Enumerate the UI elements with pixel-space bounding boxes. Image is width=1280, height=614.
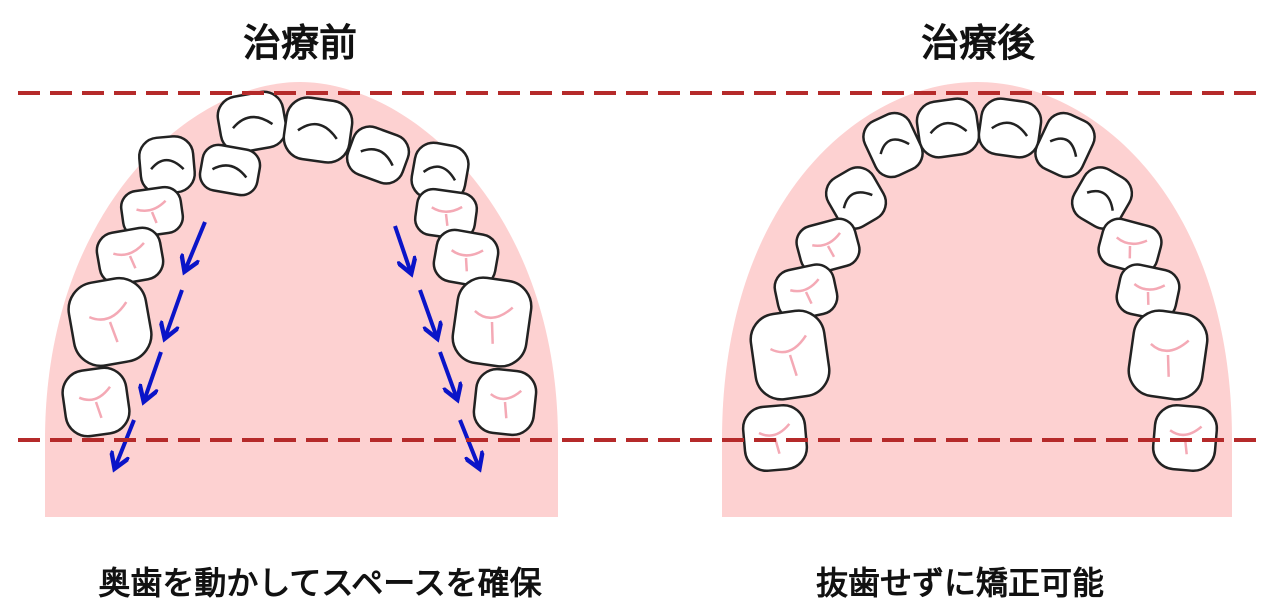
tooth bbox=[198, 143, 262, 197]
after-caption: 抜歯せずに矯正可能 bbox=[815, 564, 1104, 602]
after-title: 治療後 bbox=[920, 20, 1035, 65]
tooth bbox=[1034, 111, 1096, 179]
tooth bbox=[432, 228, 500, 288]
tooth bbox=[862, 111, 924, 179]
arrow-icon bbox=[438, 351, 456, 396]
before-caption: 奥歯を動かしてスペースを確保 bbox=[98, 564, 542, 602]
arrow-icon bbox=[418, 289, 436, 335]
tooth bbox=[915, 97, 981, 159]
arrow-icon bbox=[393, 225, 410, 270]
tooth bbox=[795, 217, 861, 275]
arrow-icon bbox=[166, 289, 184, 335]
tooth bbox=[95, 226, 165, 286]
before-title: 治療前 bbox=[242, 20, 357, 65]
tooth bbox=[345, 125, 411, 185]
arrow-icon bbox=[458, 419, 478, 465]
before-teeth bbox=[61, 90, 538, 438]
tooth bbox=[1097, 217, 1163, 275]
tooth bbox=[451, 276, 533, 368]
before-arch bbox=[45, 82, 558, 517]
tooth bbox=[472, 367, 538, 437]
tooth bbox=[1127, 309, 1209, 401]
tooth bbox=[67, 276, 153, 368]
tooth bbox=[824, 166, 888, 230]
before-arrows bbox=[116, 221, 478, 465]
arrow-icon bbox=[116, 419, 136, 465]
tooth bbox=[282, 96, 354, 164]
after-arch bbox=[722, 82, 1232, 517]
tooth bbox=[61, 366, 131, 438]
tooth bbox=[977, 97, 1043, 159]
after-teeth bbox=[741, 97, 1219, 473]
tooth bbox=[1070, 166, 1134, 230]
tooth bbox=[749, 309, 831, 401]
arrow-icon bbox=[145, 351, 163, 398]
arrow-icon bbox=[186, 221, 207, 268]
